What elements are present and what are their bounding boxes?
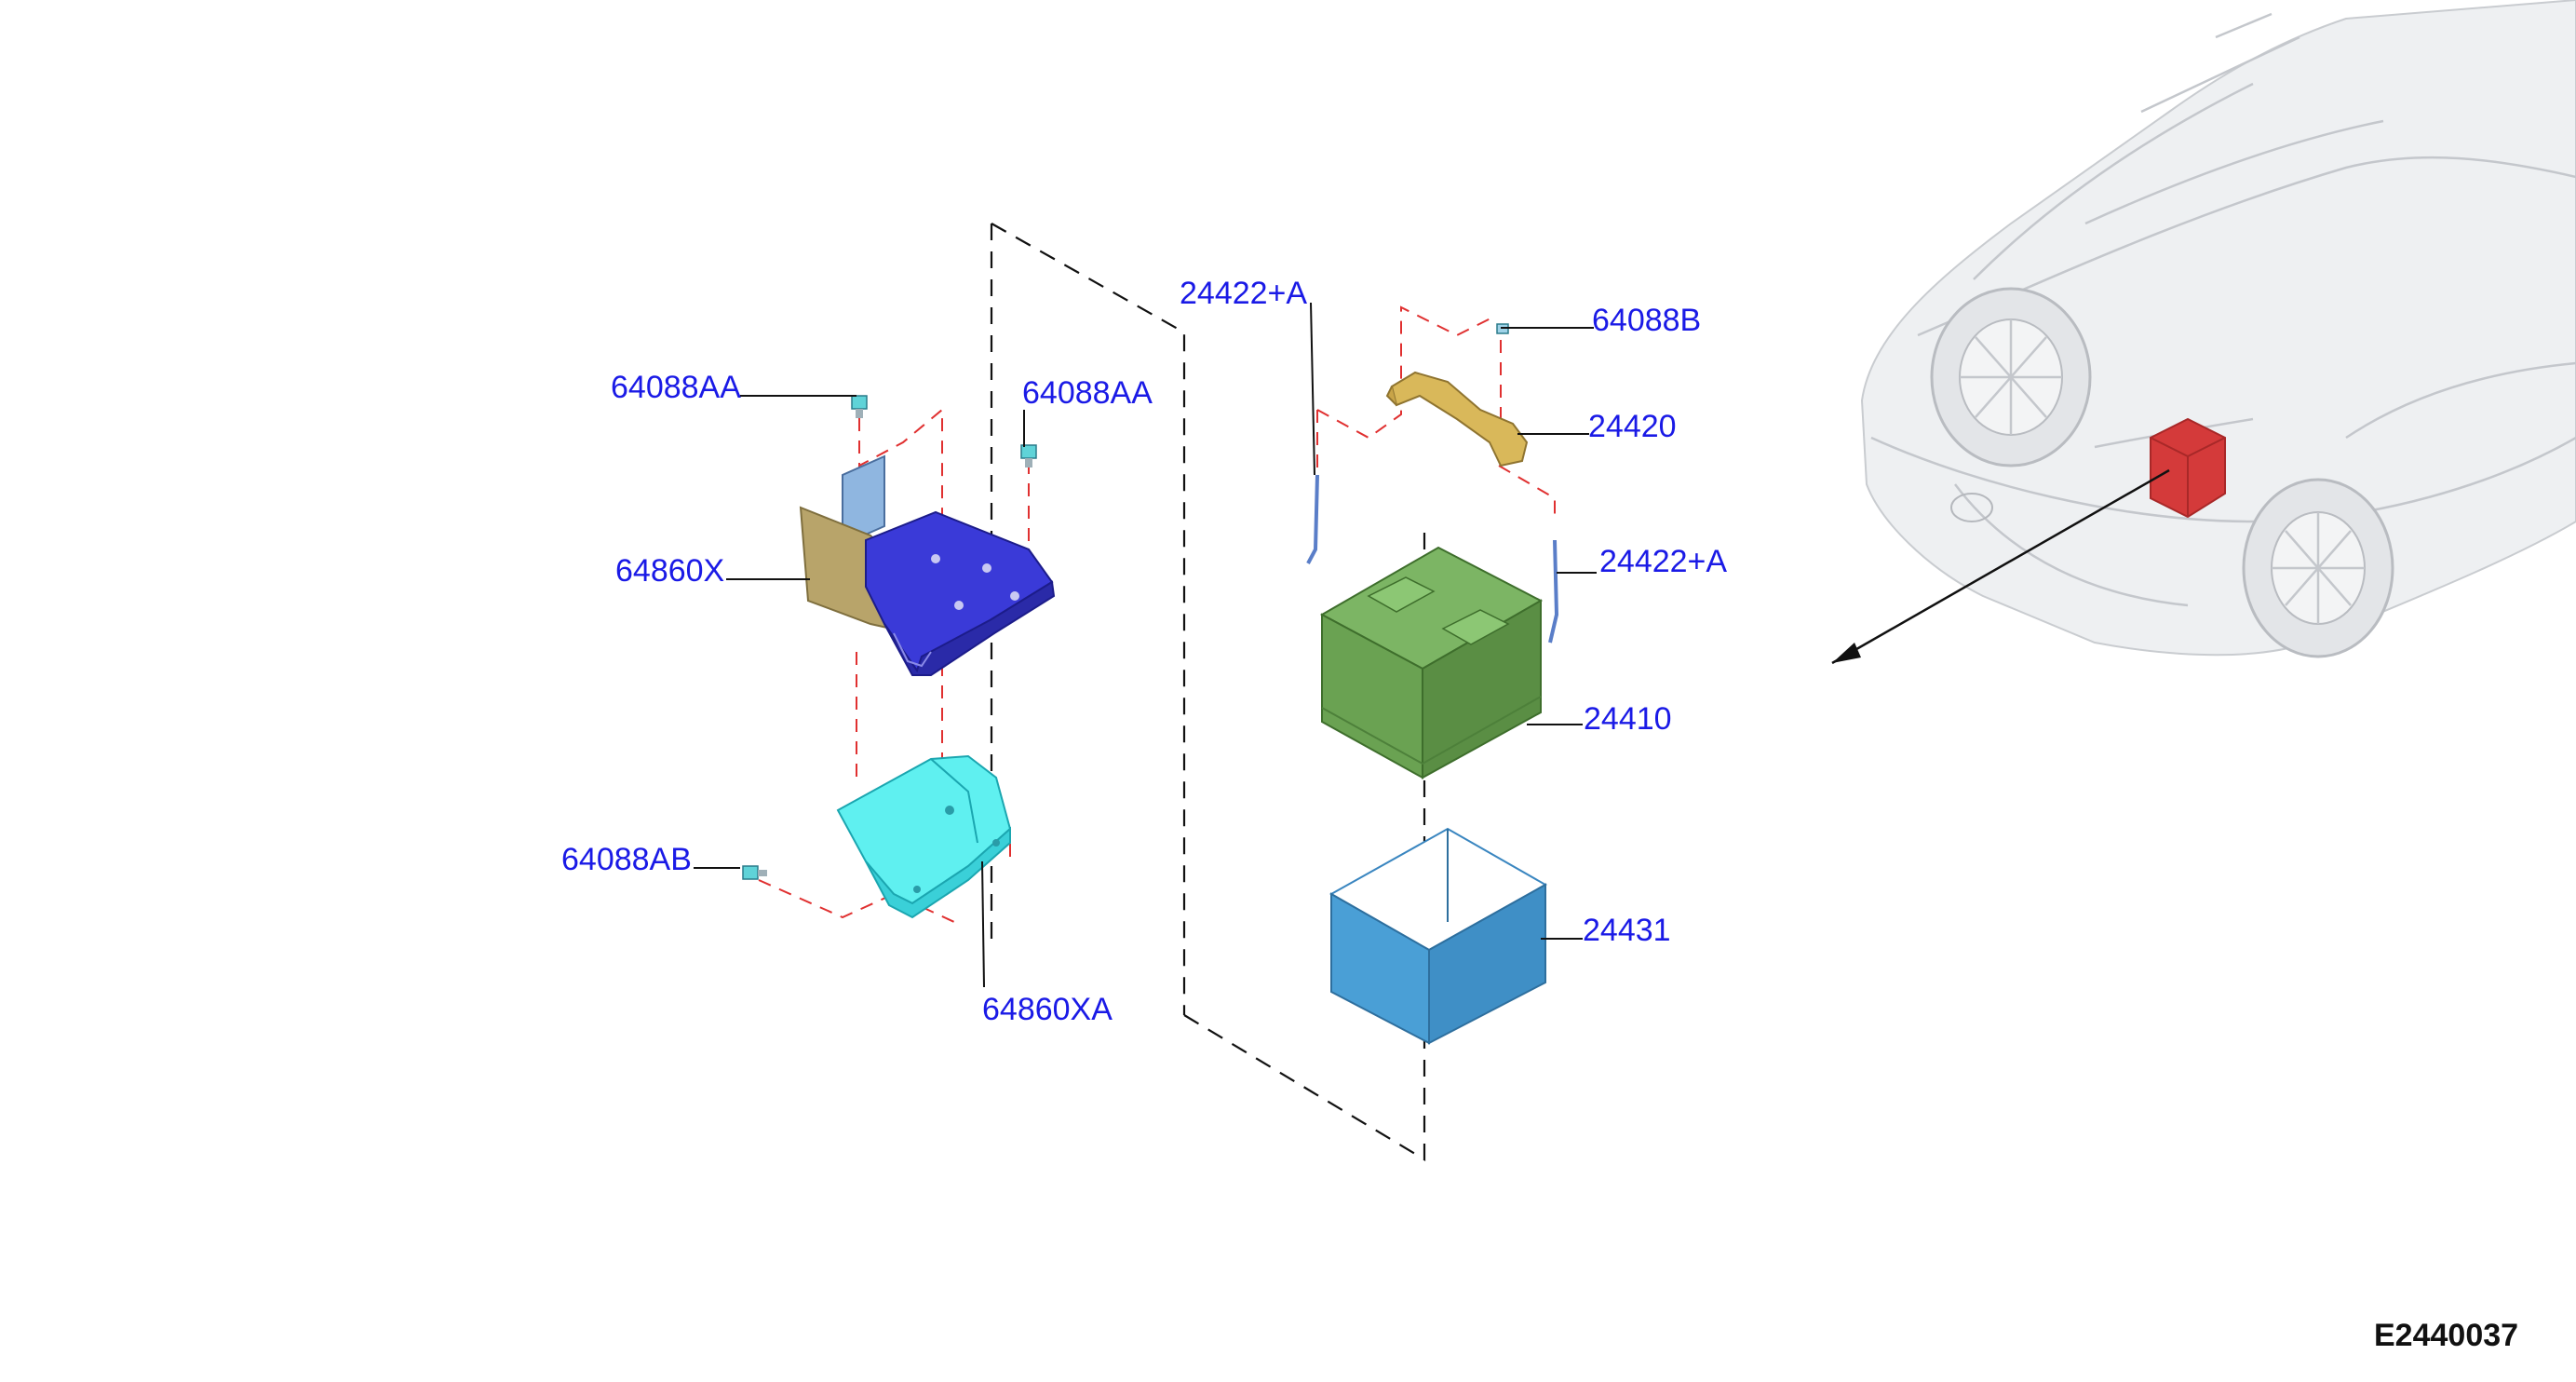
part-label-64088AA-right: 64088AA: [1022, 375, 1153, 411]
bolt-64088AB: [742, 865, 767, 880]
battery-location-marker: [2150, 417, 2226, 519]
lower-cover-64860XA: [836, 754, 1012, 919]
part-label-64860XA: 64860XA: [982, 992, 1113, 1027]
insulator-24431: [1328, 827, 1548, 1045]
pointer-arrow-head: [1832, 643, 1861, 663]
battery-24410: [1319, 546, 1544, 779]
hold-down-rod-left-24422A: [1306, 474, 1319, 564]
part-label-64860X: 64860X: [615, 553, 724, 589]
hold-down-rod-right-24422A: [1548, 539, 1559, 644]
part-label-24422A-right: 24422+A: [1599, 544, 1727, 579]
part-label-24431: 24431: [1583, 913, 1671, 948]
part-label-64088AB: 64088AB: [561, 842, 692, 877]
battery-tray-64860X: [799, 454, 1056, 676]
part-label-24422A-top: 24422+A: [1180, 276, 1307, 311]
vehicle-overview-illustration: [1831, 0, 2576, 665]
bolt-64088AA-left: [851, 395, 868, 418]
part-label-24410: 24410: [1584, 701, 1672, 737]
bolt-64088AA-right: [1020, 444, 1037, 467]
illustration-code: E2440037: [2374, 1318, 2518, 1353]
leader-lines: [694, 302, 1597, 988]
hold-down-clamp-24420: [1385, 371, 1529, 467]
part-label-24420: 24420: [1588, 409, 1677, 444]
part-label-64088B: 64088B: [1592, 303, 1701, 338]
part-label-64088AA-left: 64088AA: [611, 370, 741, 405]
